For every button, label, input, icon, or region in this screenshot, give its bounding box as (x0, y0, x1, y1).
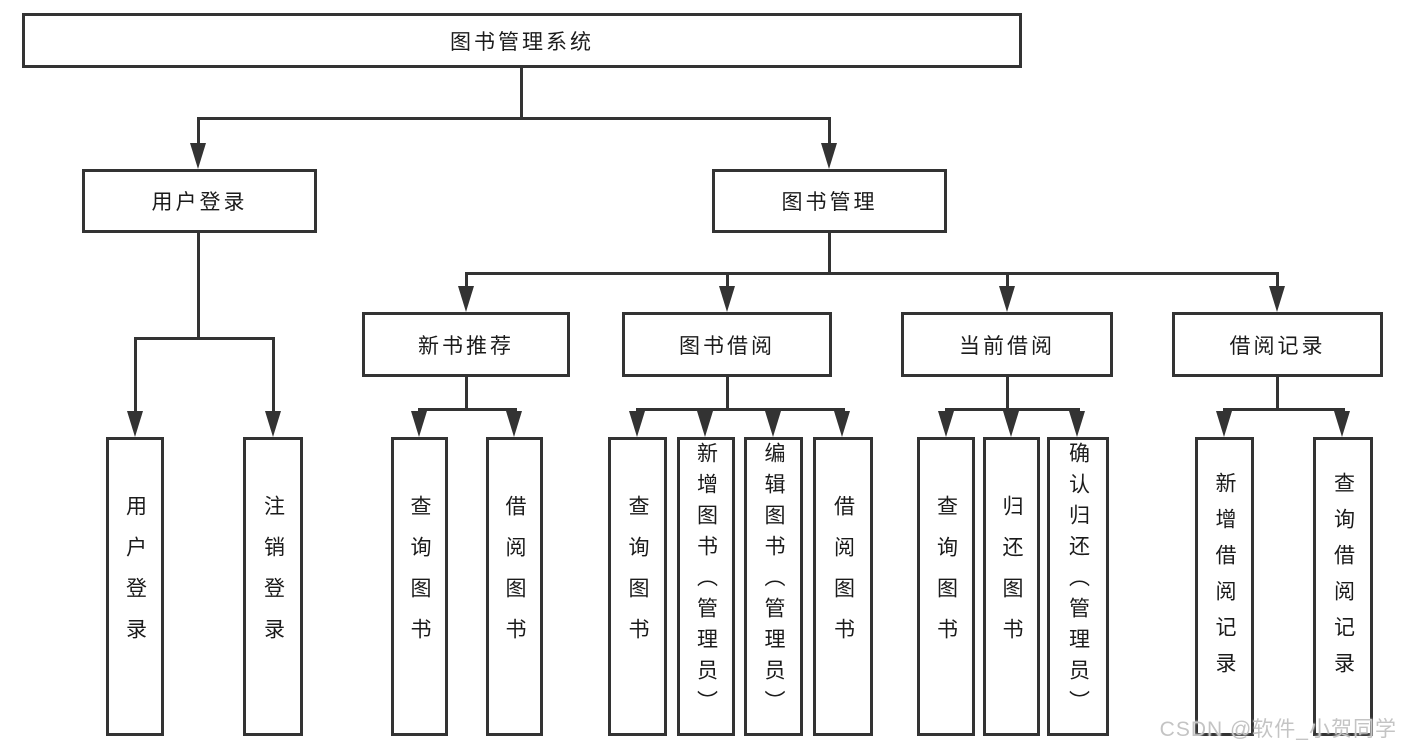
connector-line (828, 233, 831, 274)
connector-line (636, 408, 845, 411)
connector-line (828, 117, 831, 150)
connector-line (1276, 377, 1279, 411)
connector-line (1006, 272, 1009, 294)
leaf-user-login: 用户登录 (106, 437, 164, 736)
leaf-confirm-return-admin: 确认归还（管理员） (1047, 437, 1109, 736)
node-current-borrow: 当前借阅 (901, 312, 1113, 377)
node-label: 查询图书 (934, 494, 958, 659)
node-new-book-recommend: 新书推荐 (362, 312, 570, 377)
connector-line (465, 272, 468, 294)
leaf-borrow-books: 借阅图书 (813, 437, 873, 736)
arrow-down-icon (834, 411, 850, 437)
connector-line (197, 117, 200, 150)
arrow-down-icon (697, 411, 713, 437)
node-label: 图书借阅 (679, 334, 775, 358)
leaf-query-books: 查询图书 (391, 437, 448, 736)
node-label: 图书管理 (781, 191, 878, 214)
leaf-logout: 注销登录 (243, 437, 303, 736)
node-label: 新增借阅记录 (1213, 471, 1236, 688)
node-label: 注销登录 (261, 494, 285, 659)
node-label: 归还图书 (1000, 494, 1023, 659)
node-book-management: 图书管理 (712, 169, 947, 233)
arrow-down-icon (458, 286, 474, 312)
arrow-down-icon (265, 411, 281, 437)
connector-line (197, 233, 200, 339)
leaf-query-books: 查询图书 (608, 437, 667, 736)
arrow-down-icon (190, 143, 206, 169)
node-library-management-system: 图书管理系统 (22, 13, 1022, 68)
node-label: 编辑图书（管理员） (762, 442, 785, 721)
arrow-down-icon (765, 411, 781, 437)
node-label: 图书管理系统 (450, 30, 594, 54)
arrow-down-icon (938, 411, 954, 437)
leaf-query-books: 查询图书 (917, 437, 975, 736)
node-label: 查询图书 (408, 494, 431, 659)
node-label: 查询图书 (626, 494, 649, 659)
csdn-watermark: CSDN @软件_小贺同学 (1159, 718, 1397, 741)
node-label: 查询借阅记录 (1331, 471, 1355, 688)
node-label: 确认归还（管理员） (1066, 442, 1090, 721)
leaf-edit-book-admin: 编辑图书（管理员） (744, 437, 803, 736)
node-borrow-records: 借阅记录 (1172, 312, 1383, 377)
connector-line (465, 377, 468, 411)
node-label: 新增图书（管理员） (694, 442, 718, 721)
connector-line (465, 272, 1279, 275)
connector-line (134, 337, 137, 415)
connector-line (1276, 272, 1279, 294)
arrow-down-icon (999, 286, 1015, 312)
arrow-down-icon (821, 143, 837, 169)
arrow-down-icon (127, 411, 143, 437)
leaf-return-books: 归还图书 (983, 437, 1040, 736)
leaf-borrow-books: 借阅图书 (486, 437, 543, 736)
arrow-down-icon (411, 411, 427, 437)
connector-line (726, 377, 729, 411)
arrow-down-icon (1269, 286, 1285, 312)
node-label: 新书推荐 (418, 334, 514, 358)
connector-line (272, 337, 275, 415)
arrow-down-icon (1334, 411, 1350, 437)
node-label: 用户登录 (151, 191, 248, 214)
leaf-add-borrow-record: 新增借阅记录 (1195, 437, 1254, 736)
node-book-borrow: 图书借阅 (622, 312, 832, 377)
connector-line (197, 117, 831, 120)
connector-line (418, 408, 517, 411)
connector-line (1006, 377, 1009, 411)
arrow-down-icon (1069, 411, 1085, 437)
arrow-down-icon (1003, 411, 1019, 437)
leaf-add-book-admin: 新增图书（管理员） (677, 437, 735, 736)
arrow-down-icon (1216, 411, 1232, 437)
arrow-down-icon (506, 411, 522, 437)
arrow-down-icon (719, 286, 735, 312)
leaf-query-borrow-record: 查询借阅记录 (1313, 437, 1373, 736)
connector-line (1223, 408, 1345, 411)
connector-line (520, 68, 523, 118)
node-label: 借阅图书 (831, 494, 855, 659)
connector-line (134, 337, 275, 340)
arrow-down-icon (629, 411, 645, 437)
node-label: 借阅图书 (503, 494, 526, 659)
connector-line (726, 272, 729, 294)
node-user-login: 用户登录 (82, 169, 317, 233)
node-label: 用户登录 (123, 494, 147, 659)
node-label: 借阅记录 (1229, 334, 1326, 358)
node-label: 当前借阅 (959, 334, 1055, 358)
